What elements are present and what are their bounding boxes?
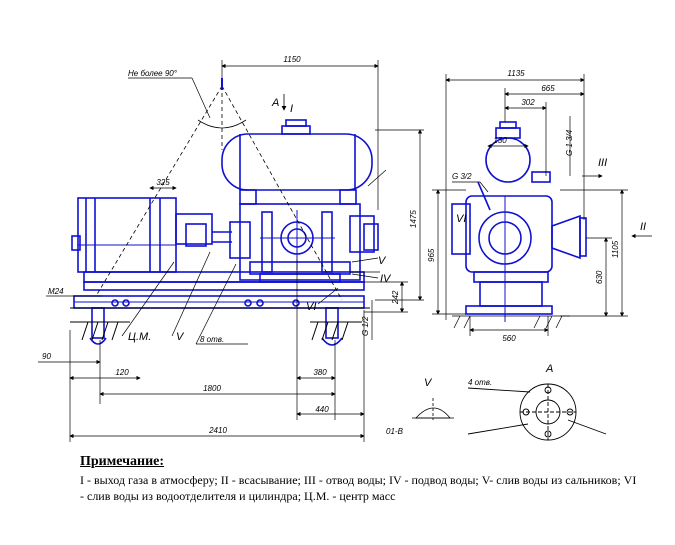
dim-380: 380 <box>313 368 327 377</box>
dim-302: 302 <box>521 98 535 107</box>
label-VI: VI <box>306 301 316 313</box>
dim-g12: G 1/2 <box>361 316 370 336</box>
dim-2410: 2410 <box>208 426 227 435</box>
label-section: 01-B <box>386 427 404 436</box>
dim-120: 120 <box>115 368 129 377</box>
label-V: V <box>176 331 185 343</box>
label-A-detail: A <box>545 363 553 375</box>
dim-965: 965 <box>427 248 436 262</box>
dim-130: 130 <box>493 136 507 145</box>
note-title: Примечание: <box>80 454 165 469</box>
dim-242: 242 <box>391 290 400 305</box>
detail-A-flange <box>467 383 607 441</box>
dim-325: 325 <box>156 178 170 187</box>
label-cm: Ц.М. <box>128 331 151 343</box>
label-I: I <box>290 103 293 115</box>
dim-90: 90 <box>42 352 51 361</box>
label-V-detail: V <box>424 377 433 389</box>
dim-angle: Не более 90° <box>128 69 178 78</box>
label-III: III <box>598 157 607 169</box>
dim-m24: M24 <box>48 287 64 296</box>
front-view <box>71 119 379 346</box>
label-IV: IV <box>380 273 392 285</box>
label-II: II <box>640 221 646 233</box>
dim-g32: G 3/2 <box>452 172 472 181</box>
dim-1475: 1475 <box>409 210 418 228</box>
dim-560: 560 <box>502 334 516 343</box>
side-view <box>451 121 587 322</box>
label-VI-side: VI <box>456 213 466 225</box>
dim-665: 665 <box>541 84 555 93</box>
dim-1135: 1135 <box>507 69 525 78</box>
detail-V <box>412 398 454 420</box>
label-A-top: A <box>271 97 279 109</box>
label-holes-4: 4 отв. <box>468 378 492 387</box>
dim-g134: G 1 3/4 <box>565 129 574 156</box>
pump-body <box>239 203 361 281</box>
dim-1105: 1105 <box>611 240 620 258</box>
water-separator-tank <box>221 133 373 191</box>
note-text: I - выход газа в атмосферу; II - всасыва… <box>80 473 637 503</box>
dim-440: 440 <box>315 405 329 414</box>
dim-1800: 1800 <box>203 384 221 393</box>
label-holes-8: 8 отв. <box>200 335 224 344</box>
dim-630: 630 <box>595 270 604 284</box>
label-V-right: V <box>378 255 387 267</box>
dim-1150: 1150 <box>283 55 301 64</box>
motor-body <box>77 197 177 273</box>
